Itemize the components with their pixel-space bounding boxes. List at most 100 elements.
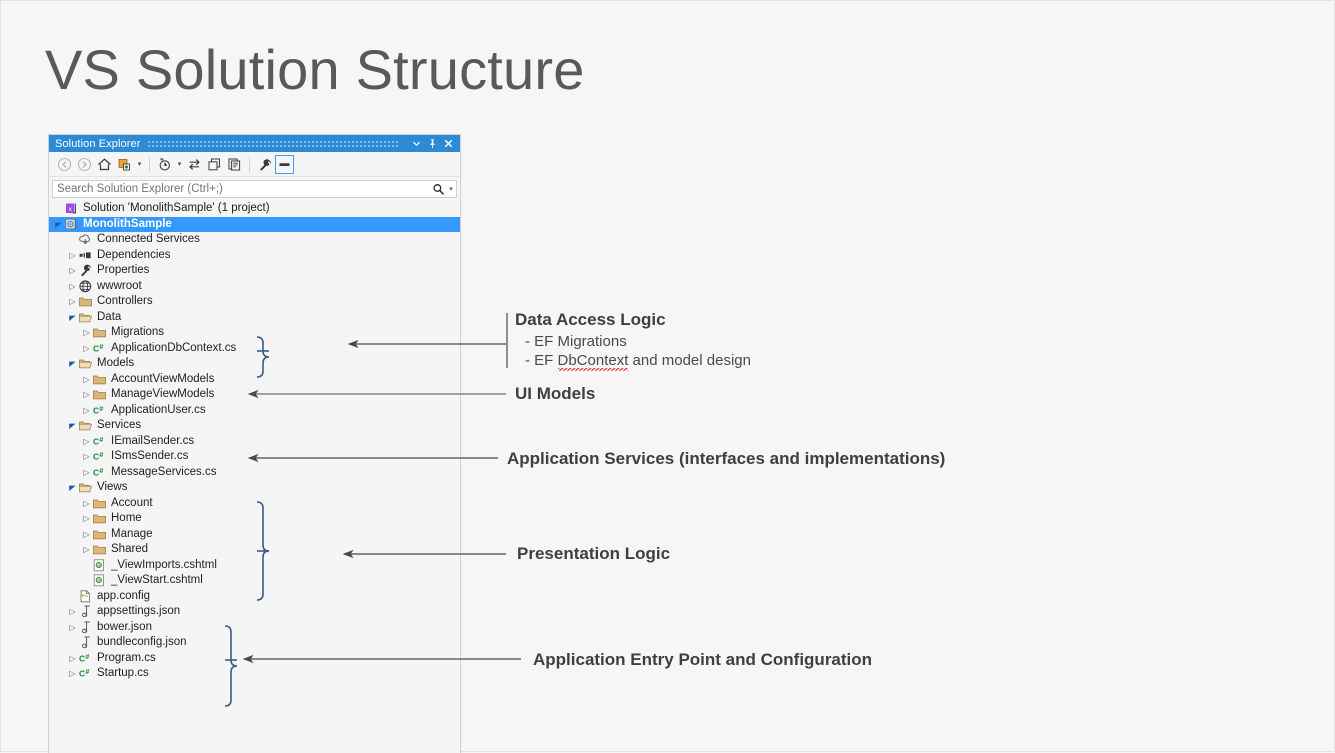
chevron-right-icon[interactable]: ▷ (69, 266, 76, 276)
chevron-right-icon[interactable]: ▷ (83, 328, 90, 338)
svg-text:@: @ (97, 578, 102, 583)
chevron-right-icon[interactable]: ▷ (83, 467, 90, 477)
csharp-icon: C# (92, 465, 107, 480)
chevron-right-icon[interactable]: ▷ (83, 498, 90, 508)
tree-row[interactable]: ▷wwwroot (49, 279, 460, 295)
tree-row[interactable]: ▷appsettings.json (49, 604, 460, 620)
tree-row[interactable]: ▷C#MessageServices.cs (49, 465, 460, 481)
folder-closed-icon (78, 294, 93, 309)
tree-item-label: Account (111, 496, 153, 509)
tree-row[interactable]: ▷AccountViewModels (49, 372, 460, 388)
chevron-right-icon[interactable]: ▷ (83, 390, 90, 400)
chevron-right-icon[interactable]: ▷ (83, 343, 90, 353)
chevron-down-icon[interactable] (67, 310, 78, 325)
show-all-files-icon[interactable] (225, 155, 244, 174)
tree-row[interactable]: ▷Controllers (49, 294, 460, 310)
tree-row[interactable]: ▷C#IEmailSender.cs (49, 434, 460, 450)
chevron-right-icon[interactable]: ▷ (83, 436, 90, 446)
chevron-down-icon[interactable] (53, 217, 64, 232)
tree-row[interactable]: app.config (49, 589, 460, 605)
search-dropdown-caret[interactable]: ▾ (449, 186, 453, 193)
home-icon[interactable] (95, 155, 114, 174)
annotation-bullet-ef-migrations: - EF Migrations (525, 333, 627, 350)
svg-text:x: x (69, 206, 73, 213)
chevron-down-icon[interactable] (67, 356, 78, 371)
chevron-right-icon[interactable]: ▷ (69, 653, 76, 663)
tree-row[interactable]: Connected Services (49, 232, 460, 248)
chevron-right-icon[interactable]: ▷ (69, 250, 76, 260)
chevron-right-icon[interactable]: ▷ (69, 607, 76, 617)
preview-selected-items-icon[interactable] (275, 154, 294, 174)
tree-row[interactable]: ▷C#ApplicationDbContext.cs (49, 341, 460, 357)
search-icon[interactable] (430, 183, 446, 196)
tree-row[interactable]: Services (49, 418, 460, 434)
tree-row[interactable]: ▷ Home (49, 511, 460, 527)
annotation-heading-ui-models: UI Models (515, 384, 596, 403)
tree-spacer (67, 635, 78, 650)
tree-row[interactable]: ▷ Account (49, 496, 460, 512)
pin-button[interactable] (425, 136, 440, 151)
page-title: VS Solution Structure (45, 38, 585, 101)
tree-item-label: ApplicationUser.cs (111, 403, 206, 416)
tree-row[interactable]: bundleconfig.json (49, 635, 460, 651)
svg-text:#: # (85, 654, 89, 661)
sync-with-active-document-icon[interactable] (115, 155, 134, 174)
chevron-right-icon[interactable]: ▷ (83, 545, 90, 555)
chevron-right-icon[interactable]: ▷ (83, 529, 90, 539)
search-input[interactable] (53, 182, 430, 196)
chevron-right-icon[interactable]: ▷ (69, 669, 76, 679)
csharp-icon: C# (92, 403, 107, 418)
tree-row[interactable]: ▷bower.json (49, 620, 460, 636)
svg-text:#: # (99, 437, 103, 444)
chevron-right-icon[interactable]: ▷ (69, 622, 76, 632)
csharp-icon: C# (78, 666, 93, 681)
tree-row[interactable]: @_ViewStart.cshtml (49, 573, 460, 589)
chevron-right-icon[interactable]: ▷ (83, 514, 90, 524)
tree-item-label: Home (111, 512, 142, 525)
toolbar-caret-2[interactable]: ▾ (177, 161, 182, 168)
forward-icon[interactable] (75, 155, 94, 174)
tree-row[interactable]: ▷C#Program.cs (49, 651, 460, 667)
chevron-down-icon[interactable] (67, 480, 78, 495)
tree-row[interactable]: ▷Migrations (49, 325, 460, 341)
tree-row[interactable]: MonolithSample (49, 216, 460, 232)
tree-row[interactable]: ▷ManageViewModels (49, 387, 460, 403)
tree-row[interactable]: @_ViewImports.cshtml (49, 558, 460, 574)
tree-item-label: Program.cs (97, 651, 156, 664)
search-box[interactable]: ▾ (52, 180, 457, 198)
tree-row[interactable]: ▷C#ISmsSender.cs (49, 449, 460, 465)
toolbar-caret-1[interactable]: ▾ (137, 161, 142, 168)
tree-row[interactable]: ▷Shared (49, 542, 460, 558)
tree-row[interactable]: ▷Manage (49, 527, 460, 543)
tree-item-label: ISmsSender.cs (111, 450, 189, 463)
svg-text:C: C (93, 343, 99, 353)
back-icon[interactable] (55, 155, 74, 174)
chevron-down-icon[interactable] (67, 418, 78, 433)
tree-row[interactable]: ▷C# ApplicationUser.cs (49, 403, 460, 419)
tree-row[interactable]: ▷Dependencies (49, 248, 460, 264)
chevron-right-icon[interactable]: ▷ (83, 452, 90, 462)
chevron-right-icon[interactable]: ▷ (69, 281, 76, 291)
tree-row[interactable]: Views (49, 480, 460, 496)
collapse-all-icon[interactable] (205, 155, 224, 174)
svg-text:#: # (85, 669, 89, 676)
dropdown-button[interactable] (409, 136, 424, 151)
tree-row[interactable]: Models (49, 356, 460, 372)
properties-wrench-icon[interactable] (255, 155, 274, 174)
tree-item-label: Models (97, 357, 135, 370)
tree-row[interactable]: Data (49, 310, 460, 326)
tree-spacer (81, 558, 92, 573)
tree-row[interactable]: ▷Properties (49, 263, 460, 279)
tree-row[interactable]: ▷C#Startup.cs (49, 666, 460, 682)
wrench-icon (78, 263, 93, 278)
chevron-right-icon[interactable]: ▷ (83, 374, 90, 384)
close-icon[interactable] (441, 136, 456, 151)
chevron-right-icon[interactable]: ▷ (83, 405, 90, 415)
folder-closed-icon (92, 542, 107, 557)
pending-changes-filter-icon[interactable] (155, 155, 174, 174)
annotation-bullet-ef-dbcontext: - EF DbContext and model design (525, 352, 751, 373)
chevron-right-icon[interactable]: ▷ (69, 297, 76, 307)
refresh-icon[interactable] (185, 155, 204, 174)
